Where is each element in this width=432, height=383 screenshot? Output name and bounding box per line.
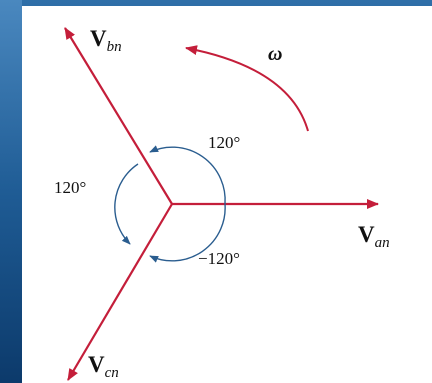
label-vcn-name: V <box>88 352 105 377</box>
slide-background-edge <box>0 0 22 383</box>
label-vbn: Vbn <box>90 26 122 55</box>
angle-label-lower: −120° <box>198 249 240 268</box>
label-van-name: V <box>358 222 375 247</box>
omega-label: ω <box>268 43 282 65</box>
phasor-vcn-line <box>67 203 173 381</box>
label-van-subscript: an <box>375 235 390 251</box>
label-vcn-subscript: cn <box>105 365 119 381</box>
label-vcn: Vcn <box>88 352 119 381</box>
angle-arc-upper <box>149 145 226 205</box>
phasor-diagram-panel: Vbn Van Vcn 120° 120° −120° ω <box>22 6 432 383</box>
phasor-diagram: Vbn Van Vcn 120° 120° −120° ω <box>54 26 390 381</box>
label-vbn-name: V <box>90 26 107 51</box>
label-van: Van <box>358 222 390 251</box>
label-vbn-subscript: bn <box>107 39 122 55</box>
angle-label-left: 120° <box>54 178 86 197</box>
angle-arc-lower <box>149 203 226 263</box>
angle-label-upper: 120° <box>208 133 240 152</box>
angle-arc-left <box>114 163 139 245</box>
rotation-arrow <box>185 45 309 132</box>
phasor-vbn-line <box>64 27 173 205</box>
